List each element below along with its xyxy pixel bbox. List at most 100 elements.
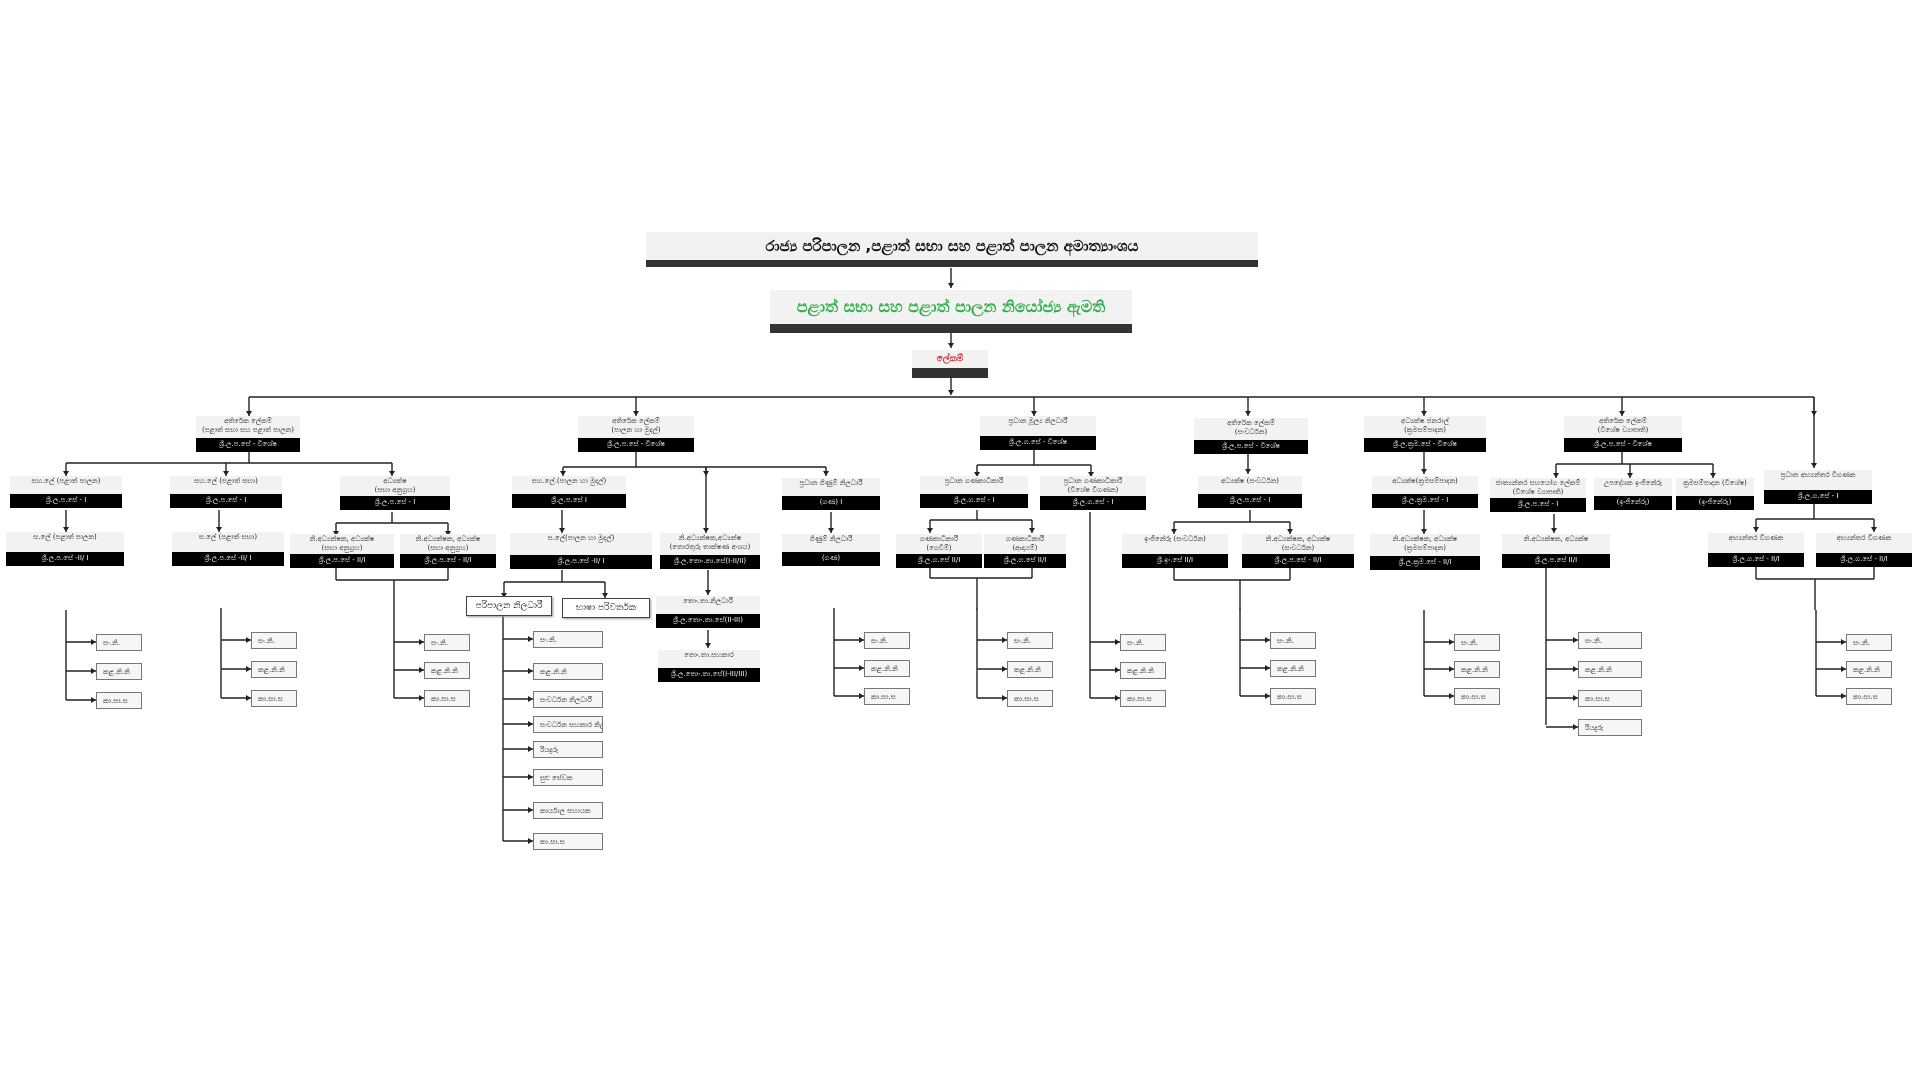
u3-s2-leaf: කළ.නි.නි [1120, 662, 1166, 679]
u1-title: අතිරේක ලේකම් (පළාත් සභා සහ පළාත් පාලන) [196, 416, 300, 438]
u5-s1-leaf: කා.සා.ස [1454, 688, 1500, 705]
arrow-head [633, 411, 639, 416]
arrow-head [419, 667, 424, 673]
arrow-head [246, 666, 251, 672]
u1-s2-leaf: සං.නි. [251, 632, 297, 649]
deputy-minister-title: පළාත් සභා සහ පළාත් පාලන නියෝජ්‍ය ඇමති [770, 290, 1132, 324]
u6-s1-leaf: කළ.නි.නි [1578, 661, 1642, 678]
u6-s2-title: උපදේශක ඉංජිනේරු [1594, 478, 1672, 496]
u5-s1-title: අධ්‍යක්ෂ(ක්‍රමසම්පාදන) [1372, 476, 1478, 494]
arrow-head [1265, 665, 1270, 671]
arrow-head [1553, 473, 1559, 478]
u2-title: අතිරේක ලේකම් (පාලන හා මුදල්) [578, 416, 694, 438]
arrow-head [1619, 411, 1625, 416]
u7-leaf: කා.සා.ස [1846, 688, 1892, 705]
u5-s1-c-grade: ශ්‍රී.ල.ක්‍රම.සේ - II/I [1370, 556, 1480, 570]
u3-s1-grade: ශ්‍රී.ල.ග.සේ - I [920, 494, 1028, 508]
u7-p1-grade: ශ්‍රී.ල.ග.සේ - II/I [1708, 553, 1804, 567]
arrow-head [1841, 639, 1846, 645]
u2-s1-leaf: කාර්යාල සහායක [533, 802, 603, 819]
u3-s1-p2-grade: ශ්‍රී.ල.ග.සේ II/I [984, 554, 1066, 568]
u2-s3-c-grade: (ගණ) [782, 552, 880, 566]
u7-title: ප්‍රධාන අභ්‍යන්තර විගණක [1764, 470, 1872, 490]
u1-s3-leaf: කා.සා.ස [424, 690, 470, 707]
u6-s1-c-title: නි.අධ්‍යක්ෂක, අධ්‍යක්ෂ [1502, 534, 1610, 554]
u2-grade: ශ්‍රී.ල.ප.සේ - විශේෂ [578, 438, 694, 452]
arrow-head [823, 471, 829, 476]
arrow-head [1115, 639, 1120, 645]
secretary-title-bar [912, 368, 988, 378]
u4-grade: ශ්‍රී.ල.ප.සේ - විශේෂ [1194, 440, 1308, 454]
u2-s1-title: සහ.ලේ.(පාලන හා මුදල්) [512, 476, 626, 494]
arrow-head [1245, 469, 1251, 474]
u5-s1-leaf: කළ.නි.නි [1454, 661, 1500, 678]
u1-s3-p1-title: නි.අධ්‍යක්ෂක, අධ්‍යක්ෂ (සභා අනුග්‍රහ) [290, 534, 394, 554]
u1-s1-c-grade: ශ්‍රී.ල.ප.සේ -II/ I [6, 552, 124, 566]
u1-s2-grade: ශ්‍රී.ල.ප.සේ - I [170, 494, 282, 508]
u3-s1-title: ප්‍රධාන ගණකාධිකාරී [920, 476, 1028, 494]
u7-p2-grade: ශ්‍රී.ල.ග.සේ - II/I [1816, 553, 1912, 567]
arrow-head [1627, 473, 1633, 478]
u4-s1-leaf: කළ.නි.නි [1270, 660, 1316, 677]
u7-leaf: කළ.නි.නි [1846, 661, 1892, 678]
arrow-head [246, 637, 251, 643]
u3-s2-title: ප්‍රධාන ගණකාධිකාරී (විශේෂ විගණන) [1040, 476, 1146, 496]
arrow-head [91, 697, 96, 703]
arrow-head [1245, 411, 1251, 416]
u1-s1-leaf: කා.සා.ස [96, 692, 142, 709]
arrow-head [528, 807, 533, 813]
arrow-head [1029, 528, 1035, 533]
u2-s3-grade: (ගණ) I [782, 496, 880, 510]
u5-s1-c-title: නි.අධ්‍යක්ෂක, අධ්‍යක්ෂ (ක්‍රමසම්පාදන) [1370, 534, 1480, 556]
arrow-head [528, 746, 533, 752]
u2-s2-ch1-grade: ශ්‍රී.ල.තොං.තා.සේ(II-III) [656, 614, 760, 628]
arrow-head [1871, 527, 1877, 532]
u1-s1-leaf: සං.නි. [96, 634, 142, 651]
u6-s1-c-grade: ශ්‍රී.ල.ප.සේ II/I [1502, 554, 1610, 568]
arrow-head [705, 590, 711, 595]
arrow-head [528, 668, 533, 674]
u2-s1-c-grade: ශ්‍රී.ල.ප.සේ -II/ I [510, 555, 652, 569]
arrow-head [1841, 693, 1846, 699]
arrow-head [63, 471, 69, 476]
u4-s1-grade: ශ්‍රී.ල.ප.සේ - I [1198, 494, 1302, 508]
u6-s3-title: ක්‍රමසම්පාදන (විශේෂ) [1676, 478, 1754, 496]
u7-p1-title: අභ්‍යන්තර විගණක [1708, 533, 1804, 553]
arrow-head [828, 528, 834, 533]
arrow-head [1421, 529, 1427, 534]
u2-s3-leaf: කළ.නි.නි [864, 660, 910, 677]
u2-s3-c-title: ගිණුම් නිලධාරී [782, 534, 880, 552]
u1-s1-c-title: ස.ලේ (පළාත් පාලන) [6, 532, 124, 552]
arrow-head [389, 471, 395, 476]
u6-s3-grade: (ඉංජිනේරු) [1676, 496, 1754, 510]
u1-s3-p2-title: නි.අධ්‍යක්ෂක, අධ්‍යක්ෂ (සභා අනුග්‍රහ) [400, 534, 496, 554]
u1-s1-title: සහ.ලේ (පළාත් පාලන) [10, 476, 122, 494]
u5-grade: ශ්‍රී.ල.ක්‍රම.සේ - විශේෂ [1364, 438, 1486, 452]
arrow-head [528, 774, 533, 780]
arrow-head [705, 643, 711, 648]
u1-s3-leaf: කළ.නි.නි [424, 662, 470, 679]
arrow-head [560, 471, 566, 476]
u4-s1-p2-grade: ශ්‍රී.ල.ප.සේ - II/I [1242, 554, 1354, 568]
u2-s1-leaf: සං.නි. [533, 631, 603, 648]
u3-grade: ශ්‍රී.ල.ග.සේ - විශේෂ [980, 436, 1096, 450]
u2-s1-leaf: කළ.නි.නි [533, 663, 603, 680]
u4-s1-p2-title: නි.අධ්‍යක්ෂක, අධ්‍යක්ෂ (සංවර්ධන) [1242, 534, 1354, 554]
u4-title: අතිරේක ලේකම් (සංවර්ධන) [1194, 418, 1308, 440]
u1-s1-grade: ශ්‍රී.ල.ප.සේ - I [10, 494, 122, 508]
arrow-head [1753, 527, 1759, 532]
u2-s2-ch2-grade: ශ්‍රී.ල.තොං.තා.සේ(I-III/III) [658, 668, 760, 682]
arrow-head [1841, 666, 1846, 672]
u2-s1-c-title: ස.ලේ(පාලන හා මුදල්) [510, 533, 652, 555]
u3-s2-leaf: කා.සා.ස [1120, 690, 1166, 707]
u2-s2-title: නි.අධ්‍යක්ෂක,අධ්‍යක්ෂ (තොරතුරු තාක්ෂණ අං… [660, 533, 760, 555]
arrow-head [1265, 637, 1270, 643]
secretary-title: ලේකම් [912, 350, 988, 368]
ministry-title-bar [646, 260, 1258, 267]
u4-s1-p1-title: ඉංජිනේරු (සංවර්ධන) [1122, 534, 1228, 554]
arrow-head [333, 531, 339, 536]
arrow-head [1449, 666, 1454, 672]
arrow-head [948, 390, 954, 395]
u4-s1-leaf: සං.නි. [1270, 632, 1316, 649]
translator-box: භාෂා පරිවර්තක [562, 598, 650, 618]
